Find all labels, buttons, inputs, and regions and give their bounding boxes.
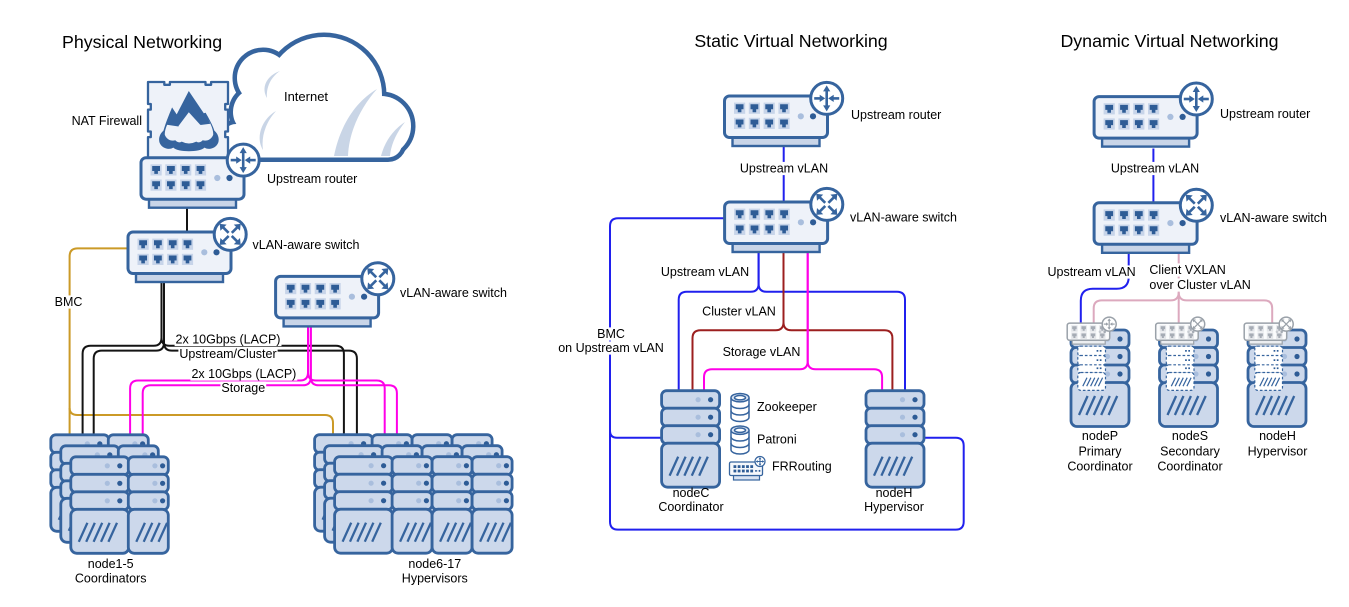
svg-text:Upstream/Cluster: Upstream/Cluster bbox=[179, 347, 276, 361]
svg-text:vLAN-aware switch: vLAN-aware switch bbox=[400, 286, 507, 300]
svg-text:2x 10Gbps (LACP): 2x 10Gbps (LACP) bbox=[191, 367, 296, 381]
svg-text:on Upstream vLAN: on Upstream vLAN bbox=[558, 341, 664, 355]
svg-text:Storage: Storage bbox=[221, 381, 265, 395]
svg-text:vLAN-aware switch: vLAN-aware switch bbox=[850, 211, 957, 225]
svg-text:over Cluster vLAN: over Cluster vLAN bbox=[1149, 278, 1250, 292]
svg-text:Coordinator: Coordinator bbox=[658, 500, 723, 514]
svg-text:Static Virtual Networking: Static Virtual Networking bbox=[694, 31, 887, 51]
svg-text:Upstream router: Upstream router bbox=[851, 108, 941, 122]
svg-text:Hypervisors: Hypervisors bbox=[402, 571, 468, 585]
svg-text:Storage vLAN: Storage vLAN bbox=[723, 345, 801, 359]
svg-text:Upstream vLAN: Upstream vLAN bbox=[740, 162, 828, 176]
svg-text:Coordinator: Coordinator bbox=[1067, 460, 1132, 474]
svg-text:Patroni: Patroni bbox=[757, 433, 797, 447]
svg-text:Dynamic Virtual Networking: Dynamic Virtual Networking bbox=[1060, 31, 1278, 51]
svg-text:Cluster vLAN: Cluster vLAN bbox=[702, 305, 776, 319]
svg-text:BMC: BMC bbox=[55, 295, 83, 309]
svg-text:BMC: BMC bbox=[597, 327, 625, 341]
svg-text:nodeH: nodeH bbox=[1259, 429, 1296, 443]
svg-text:Upstream router: Upstream router bbox=[1220, 107, 1310, 121]
svg-text:Hypervisor: Hypervisor bbox=[864, 500, 924, 514]
svg-text:node6-17: node6-17 bbox=[408, 557, 461, 571]
svg-text:Primary: Primary bbox=[1078, 445, 1122, 459]
svg-text:Secondary: Secondary bbox=[1160, 445, 1221, 459]
svg-text:nodeP: nodeP bbox=[1082, 429, 1118, 443]
svg-text:Zookeeper: Zookeeper bbox=[757, 400, 817, 414]
svg-text:node1-5: node1-5 bbox=[88, 557, 134, 571]
svg-text:Coordinators: Coordinators bbox=[75, 571, 147, 585]
svg-text:nodeH: nodeH bbox=[876, 486, 913, 500]
svg-text:Coordinator: Coordinator bbox=[1157, 460, 1222, 474]
svg-text:Client VXLAN: Client VXLAN bbox=[1149, 263, 1225, 277]
svg-text:FRRouting: FRRouting bbox=[772, 460, 832, 474]
svg-text:Upstream vLAN: Upstream vLAN bbox=[1047, 265, 1135, 279]
svg-text:Physical Networking: Physical Networking bbox=[62, 32, 222, 52]
svg-text:2x 10Gbps (LACP): 2x 10Gbps (LACP) bbox=[176, 333, 281, 347]
svg-text:Upstream vLAN: Upstream vLAN bbox=[661, 265, 749, 279]
svg-text:Hypervisor: Hypervisor bbox=[1248, 445, 1308, 459]
svg-text:Upstream router: Upstream router bbox=[267, 172, 357, 186]
svg-text:nodeS: nodeS bbox=[1172, 429, 1208, 443]
svg-text:vLAN-aware switch: vLAN-aware switch bbox=[253, 238, 360, 252]
svg-text:Internet: Internet bbox=[284, 89, 328, 104]
svg-text:NAT Firewall: NAT Firewall bbox=[72, 114, 142, 128]
svg-text:Upstream vLAN: Upstream vLAN bbox=[1111, 162, 1199, 176]
svg-text:nodeC: nodeC bbox=[673, 486, 710, 500]
svg-text:vLAN-aware switch: vLAN-aware switch bbox=[1220, 211, 1327, 225]
